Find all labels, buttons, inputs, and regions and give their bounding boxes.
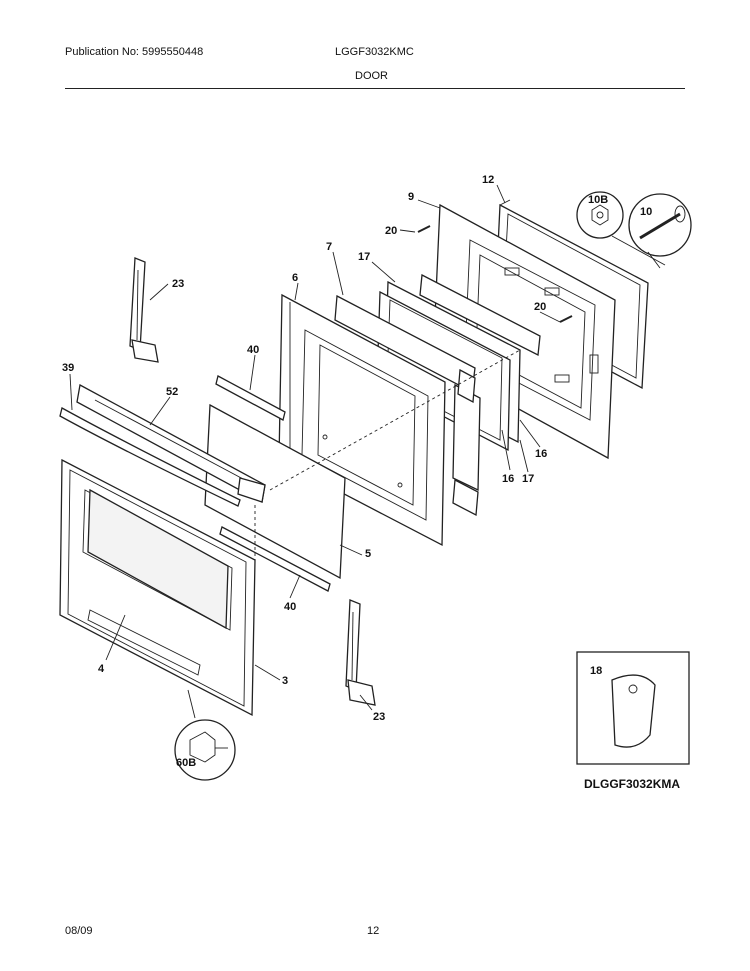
part-10b-screw-callout <box>576 191 666 266</box>
inset-box <box>576 651 690 765</box>
callout-17-lower: 17 <box>522 473 534 485</box>
part-6-door-frame <box>278 293 446 547</box>
part-4-window-frame <box>82 488 233 676</box>
callout-39: 39 <box>62 362 74 374</box>
callout-17-upper: 17 <box>358 251 370 263</box>
callout-6: 6 <box>292 272 298 284</box>
part-39-door-handle <box>59 407 241 507</box>
section-title: DOOR <box>355 70 388 82</box>
callout-4: 4 <box>98 663 105 675</box>
callout-60b: 60B <box>176 757 196 769</box>
model-number: LGGF3032KMC <box>335 46 414 58</box>
footer-date: 08/09 <box>65 925 93 937</box>
callout-20-lower: 20 <box>534 301 546 313</box>
callout-40-lower: 40 <box>284 601 296 613</box>
part-40-trim-lower <box>219 526 331 592</box>
part-7-insulation <box>334 294 481 517</box>
part-20-screw <box>417 225 573 323</box>
callout-3: 3 <box>282 675 288 687</box>
callout-7: 7 <box>326 241 332 253</box>
callout-52: 52 <box>166 386 178 398</box>
inset-caption: DLGGF3032KMA <box>584 777 680 791</box>
callout-23-lower: 23 <box>373 711 385 723</box>
publication-number: Publication No: 5995550448 <box>65 46 204 58</box>
callout-23-upper: 23 <box>172 278 184 290</box>
callout-5: 5 <box>365 548 371 560</box>
part-60b-screw-callout <box>174 689 236 781</box>
callout-10b: 10B <box>588 194 608 206</box>
callout-9: 9 <box>408 191 414 203</box>
part-23-hinge-upper <box>129 257 159 363</box>
callout-10: 10 <box>640 206 652 218</box>
part-52-top-trim <box>76 383 266 504</box>
header-rule <box>65 88 685 89</box>
callout-16-left: 16 <box>502 473 514 485</box>
part-23-hinge-lower <box>345 599 376 706</box>
callout-16-right: 16 <box>535 448 547 460</box>
callout-18: 18 <box>590 665 602 677</box>
callout-20-upper: 20 <box>385 225 397 237</box>
part-40-trim-upper <box>215 375 286 421</box>
callout-12: 12 <box>482 174 494 186</box>
leader-lines <box>69 184 561 711</box>
callout-40-upper: 40 <box>247 344 259 356</box>
page-number: 12 <box>367 925 380 937</box>
part-10-hinge-pin-callout <box>628 193 692 269</box>
